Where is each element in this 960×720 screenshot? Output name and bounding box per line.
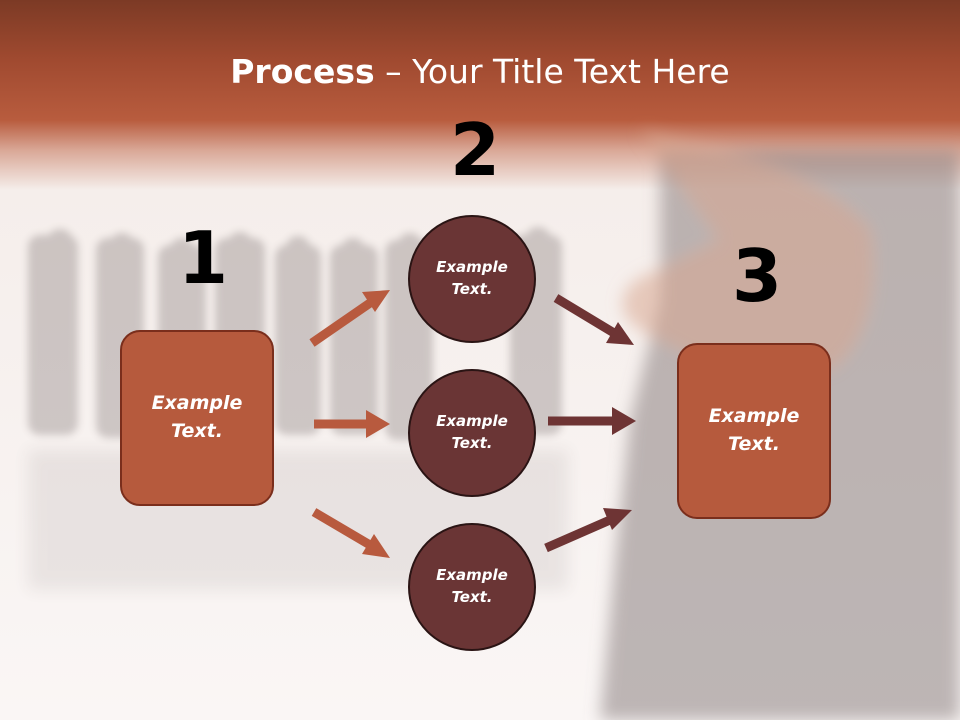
step-2-circle-bottom: Example Text.: [408, 523, 536, 651]
step-2-circle-middle: Example Text.: [408, 369, 536, 497]
arrow-top-to-3: [553, 294, 634, 345]
arrow-1-to-top: [309, 290, 390, 347]
slide-title: Process – Your Title Text Here: [0, 52, 960, 91]
step-3-text: Example Text.: [708, 405, 800, 455]
step-2-number: 2: [450, 108, 501, 192]
title-bold: Process: [230, 52, 375, 91]
step-3-box: Example Text.: [677, 343, 831, 519]
arrow-1-to-bottom: [311, 508, 390, 558]
step-2-text-top: Example Text.: [436, 258, 508, 298]
arrow-middle-to-3: [548, 407, 636, 435]
step-2-text-bottom: Example Text.: [436, 566, 508, 606]
step-1-box: Example Text.: [120, 330, 274, 506]
step-2-text-middle: Example Text.: [436, 412, 508, 452]
step-2-circle-top: Example Text.: [408, 215, 536, 343]
title-rest: – Your Title Text Here: [374, 52, 730, 91]
arrow-bottom-to-3: [544, 508, 632, 553]
step-1-number: 1: [178, 216, 229, 300]
step-1-text: Example Text.: [151, 392, 243, 442]
arrow-1-to-middle: [314, 410, 390, 438]
step-3-number: 3: [732, 234, 783, 318]
